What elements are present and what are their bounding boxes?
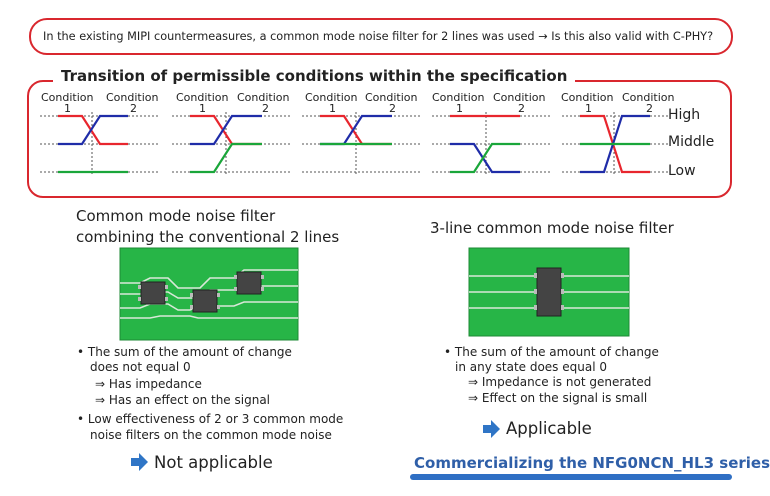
condition-number-2-panel-5: 2 [646,102,653,115]
left-bullet-2-line-1: • Low effectiveness of 2 or 3 common mod… [77,412,344,426]
right-bullet-line-2: in any state does equal 0 [455,360,607,374]
condition-2-label-panel-2: Condition [237,91,290,104]
condition-number-1-panel-1: 1 [64,102,71,115]
condition-number-2-panel-3: 2 [389,102,396,115]
not-applicable-label: Not applicable [154,453,273,472]
filter-chip-3line [534,267,564,317]
two-line-filter-board [119,247,299,341]
condition-number-1-panel-4: 1 [456,102,463,115]
spec-title: Transition of permissible conditions wit… [53,67,576,85]
left-heading-line-2: combining the conventional 2 lines [76,228,340,246]
transition-panel-4 [432,112,552,176]
condition-number-1-panel-5: 1 [585,102,592,115]
right-heading: 3-line common mode noise filter [430,219,674,237]
condition-1-label-panel-3: Condition [305,91,358,104]
right-bullet-line-1: • The sum of the amount of change [444,345,659,359]
blue-signal [450,142,520,174]
blue-signal [58,114,128,146]
green-signal [190,142,262,174]
left-heading-line-1: Common mode noise filter [76,207,276,225]
left-result-signal-effect: ⇒ Has an effect on the signal [95,393,271,407]
condition-number-1-panel-3: 1 [329,102,336,115]
condition-2-label-panel-1: Condition [106,91,159,104]
transition-panel-2 [172,112,292,176]
level-middle-label: Middle [668,134,715,150]
commercializing-series-text: Commercializing the NFG0NCN_HL3 series [414,454,770,472]
question-text: In the existing MIPI countermeasures, a … [43,30,714,43]
question-box: In the existing MIPI countermeasures, a … [29,18,733,55]
transition-panel-3 [302,112,422,176]
condition-number-2-panel-2: 2 [262,102,269,115]
right-result-no-impedance: ⇒ Impedance is not generated [468,375,652,389]
three-line-filter-board [468,247,630,337]
condition-1-label-panel-2: Condition [176,91,229,104]
condition-2-label-panel-3: Condition [365,91,418,104]
right-result-small-effect: ⇒ Effect on the signal is small [468,391,648,405]
transition-panel-5 [562,112,668,176]
left-bullet-1-line-2: does not equal 0 [90,360,191,374]
condition-number-2-panel-1: 2 [130,102,137,115]
condition-1-label-panel-1: Condition [41,91,94,104]
applicable-label: Applicable [506,419,592,438]
transition-panel-1 [40,112,160,176]
commercializing-underline-bar [410,474,732,480]
left-bullet-1-line-1: • The sum of the amount of change [77,345,292,359]
arrow-icon-applicable [483,420,500,438]
condition-2-label-panel-5: Condition [622,91,675,104]
condition-1-label-panel-5: Condition [561,91,614,104]
filter-chip-2 [190,289,220,313]
condition-number-1-panel-2: 1 [199,102,206,115]
filter-chip-3 [234,271,264,295]
condition-number-2-panel-4: 2 [518,102,525,115]
red-signal [58,114,128,146]
condition-1-label-panel-4: Condition [432,91,485,104]
filter-chip-1 [138,281,168,305]
left-result-impedance: ⇒ Has impedance [95,377,202,391]
level-low-label: Low [668,163,696,179]
level-high-label: High [668,107,701,123]
left-bullet-2-line-2: noise filters on the common mode noise [90,428,332,442]
blue-signal [190,114,262,146]
green-signal [450,142,520,174]
diagram-canvas [40,112,668,471]
arrow-icon-not-applicable [131,453,148,471]
condition-2-label-panel-4: Condition [493,91,546,104]
